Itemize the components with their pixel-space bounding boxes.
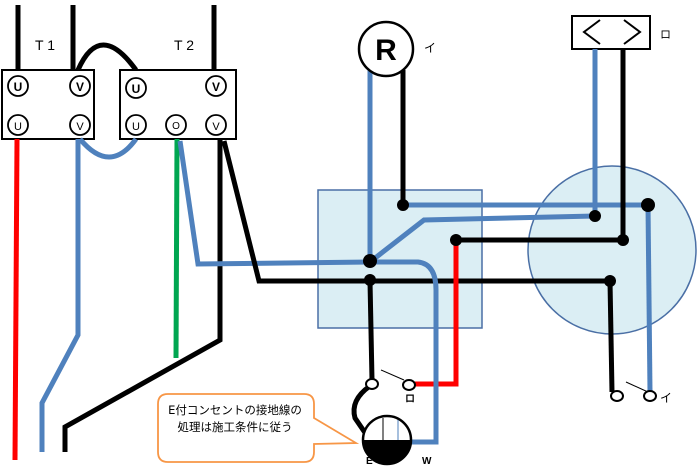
t1-top-u-terminal [7, 75, 29, 97]
callout-line-1: E付コンセントの接地線の [168, 403, 302, 417]
switch-ro-terminal-right [402, 379, 416, 391]
switch-ro-tag: ロ [405, 394, 415, 405]
t1-top-u-label: U [14, 80, 23, 94]
red-wire-t1 [12, 138, 20, 461]
black-wire-to-outlet [351, 383, 373, 442]
white-wire-to-fluorescent [368, 213, 596, 264]
t2-top-u-terminal [125, 77, 147, 99]
switch-ro-terminal-left [365, 378, 379, 390]
white-wire-to-outlet [370, 259, 439, 445]
t1-label: T 1 [35, 37, 55, 53]
t2-top-u-label: U [132, 82, 141, 96]
t1-bottom-u-terminal [7, 114, 29, 136]
junction-dot [363, 254, 377, 268]
fluorescent-tag: ロ [660, 29, 671, 41]
black-wire-to-switch-ro [367, 280, 375, 381]
callout-bubble [157, 393, 360, 463]
t2-bottom-o-label: O [172, 121, 180, 132]
black-wire-to-switch-i [607, 280, 615, 393]
t1-top-v-terminal [69, 75, 91, 97]
fluorescent-right-bracket [623, 19, 642, 45]
junction-dot [641, 198, 655, 212]
junction-dot [617, 234, 629, 246]
switch-i-terminal-right [643, 390, 657, 402]
black-wire-to-junction [221, 140, 610, 284]
switch-i-lever [625, 381, 649, 393]
junction-dot [604, 275, 616, 287]
outlet-e-label: E [366, 456, 373, 467]
outlet-lower-fill [363, 440, 411, 464]
white-wire-to-switch-i [645, 204, 653, 393]
red-wire-switch-ro [415, 240, 459, 387]
lamp-tag: イ [424, 41, 436, 55]
outlet-w-label: W [422, 456, 432, 467]
junction-dot [364, 274, 376, 286]
t2-bottom-u-terminal [125, 114, 147, 136]
t1-top-v-label: V [76, 80, 84, 94]
t2-bottom-u-label: U [132, 121, 140, 133]
t1-bottom-u-label: U [14, 121, 22, 133]
switch-ro-lever [380, 369, 405, 381]
t2-bottom-o-terminal [165, 114, 187, 136]
switch-i-tag: イ [660, 391, 672, 405]
callout-text: E付コンセントの接地線の 処理は施工条件に従う [160, 402, 310, 436]
fluorescent-left-bracket [582, 19, 601, 45]
t2-top-v-label: V [212, 80, 220, 94]
black-wire-t2-down [62, 139, 223, 452]
white-wire-to-junction [177, 140, 371, 267]
t2-label: T 2 [174, 37, 194, 53]
lamp-symbol [357, 20, 415, 78]
junction-dot [397, 199, 409, 211]
white-wire-t1 [39, 139, 81, 452]
t1-bottom-v-label: V [76, 121, 84, 133]
t2-top-v-terminal [205, 75, 227, 97]
switch-i-terminal-left [610, 390, 624, 402]
callout-line-2: 処理は施工条件に従う [177, 420, 293, 434]
junction-dot [450, 234, 462, 246]
junction-dot [589, 210, 601, 222]
t1-bottom-v-terminal [69, 114, 91, 136]
lamp-symbol-label: R [375, 34, 397, 67]
jumper-t1v-t2u [75, 42, 139, 72]
t2-bottom-v-terminal [205, 114, 227, 136]
white-jumper-t1v-t2u [78, 137, 139, 160]
t2-bottom-v-label: V [212, 121, 220, 133]
green-wire-t2 [173, 138, 180, 359]
